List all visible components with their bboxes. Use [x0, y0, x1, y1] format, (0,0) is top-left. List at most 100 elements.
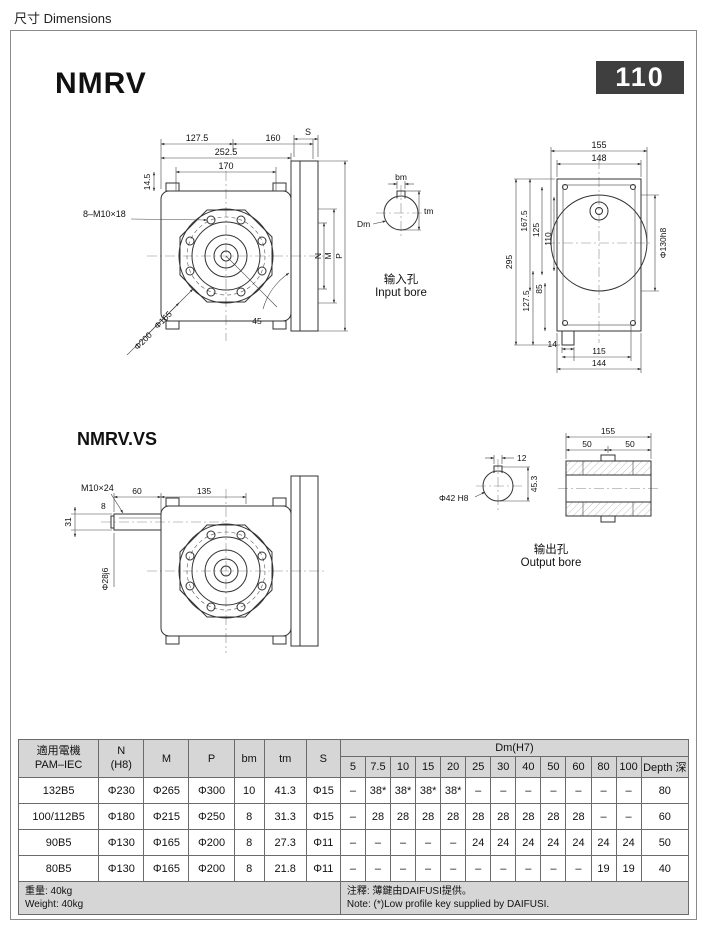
cell-value: – [590, 803, 617, 830]
cell-model: 100/112B5 [17, 803, 100, 830]
header-dm-col: 20 [440, 756, 467, 778]
size-badge: 110 [596, 61, 684, 94]
header-bm: bm [233, 739, 265, 778]
cell-value: Φ180 [98, 803, 145, 830]
output-dim-155: 155 [601, 426, 615, 436]
cell-value: – [590, 777, 617, 804]
cell-value: – [615, 777, 642, 804]
side-dim-110: 110 [543, 232, 553, 246]
cell-value: – [465, 777, 492, 804]
model-title: NMRV [55, 67, 147, 100]
cell-value: – [415, 855, 442, 882]
cell-value: – [565, 855, 592, 882]
cell-value: Φ265 [143, 777, 190, 804]
cell-value: – [339, 777, 366, 804]
cell-value: 28 [389, 803, 417, 830]
input-dim-bm: bm [395, 172, 407, 182]
cell-value: 28 [515, 803, 542, 830]
output-dim-42h8: Φ42 H8 [439, 493, 469, 503]
front-dim-127-5: 127.5 [186, 133, 209, 143]
front-dim-n: N [313, 253, 323, 259]
header-tm: tm [263, 739, 307, 778]
cell-value: 24 [490, 829, 517, 856]
cell-value: Φ15 [305, 803, 341, 830]
header-dm-col: 100 [615, 756, 642, 778]
header-dm-col: 50 [540, 756, 567, 778]
output-bore-caption-cn: 输出孔 [534, 542, 569, 556]
cell-value: 60 [640, 803, 690, 830]
dimension-table: 適用電機 PAM–IEC N (H8) M P bm tm S Dm(H7) 5… [17, 739, 690, 915]
vs-dim-135: 135 [197, 486, 211, 496]
catalog-page: NMRV 110 NMRV.VS [10, 30, 697, 920]
model-vs-title: NMRV.VS [77, 429, 158, 449]
header-dm-col: 5 [339, 756, 366, 778]
cell-value: Φ165 [143, 855, 190, 882]
cell-value: 10 [233, 777, 265, 804]
cell-value: 24 [515, 829, 542, 856]
cell-value: 24 [590, 829, 617, 856]
header-dm: Dm(H7) [339, 739, 690, 757]
side-dim-85: 85 [534, 284, 544, 294]
cell-value: – [339, 855, 366, 882]
key-note-en: Note: (*)Low profile key supplied by DAI… [346, 899, 550, 910]
nmrv-vs-drawing: M10×24 60 135 31 8 Φ28j6 [63, 475, 327, 653]
weight-note: 重量: 40kg Weight: 40kg [18, 881, 341, 915]
output-dim-50a: 50 [582, 439, 592, 449]
cell-value: Φ11 [305, 829, 341, 856]
cell-value: 8 [233, 829, 265, 856]
header-dm-col: 10 [389, 756, 417, 778]
cell-model: 90B5 [17, 829, 100, 856]
cell-value: 28 [465, 803, 492, 830]
cell-value: 19 [590, 855, 617, 882]
cell-value: 38* [364, 777, 392, 804]
weight-note-en: Weight: 40kg [25, 899, 84, 910]
header-p: P [188, 739, 235, 778]
cell-value: 8 [233, 803, 265, 830]
cell-value: Φ165 [143, 829, 190, 856]
front-dim-170: 170 [218, 161, 233, 171]
output-bore-drawing: 12 Φ42 H8 45.3 [439, 426, 661, 569]
cell-value: 38* [389, 777, 417, 804]
input-bore-caption-cn: 输入孔 [384, 272, 419, 286]
input-bore-drawing: bm tm Dm 输入孔 Input bore [357, 172, 433, 299]
cell-value: 28 [415, 803, 442, 830]
cell-value: – [565, 777, 592, 804]
cell-value: – [440, 829, 467, 856]
header-n: N (H8) [98, 739, 145, 778]
front-dim-45: 45 [252, 316, 262, 326]
front-dim-m: M [323, 252, 333, 259]
front-dim-s: S [305, 127, 311, 137]
weight-note-cn: 重量: 40kg [25, 886, 73, 897]
cell-value: – [440, 855, 467, 882]
header-s: S [305, 739, 341, 778]
side-dim-130h8: Φ130h8 [658, 228, 668, 259]
cell-value: 38* [415, 777, 442, 804]
cell-value: – [515, 777, 542, 804]
page-header: 尺寸 Dimensions [14, 11, 112, 26]
cell-value: 24 [615, 829, 642, 856]
front-dim-160: 160 [265, 133, 280, 143]
table-footer-row: 重量: 40kg Weight: 40kg 注釋: 薄鍵由DAIFUSI提供。 … [18, 881, 690, 915]
cell-value: Φ15 [305, 777, 341, 804]
table-header-row: 適用電機 PAM–IEC N (H8) M P bm tm S Dm(H7) [17, 739, 690, 778]
input-dim-dm: Dm [357, 219, 370, 229]
input-dim-tm: tm [424, 206, 433, 216]
cell-value: 28 [540, 803, 567, 830]
side-dim-167-5: 167.5 [519, 210, 529, 232]
cell-value: – [615, 803, 642, 830]
cell-value: – [364, 829, 392, 856]
vs-dim-31: 31 [63, 517, 73, 527]
side-dim-14: 14 [548, 339, 558, 349]
cell-value: – [364, 855, 392, 882]
output-dim-45-3: 45.3 [529, 475, 539, 492]
cell-value: – [389, 829, 417, 856]
cell-model: 80B5 [17, 855, 100, 882]
header-dm-col: 80 [590, 756, 617, 778]
technical-drawings: 127.5 160 252.5 170 14.5 S 8–M10×18 [63, 127, 668, 653]
